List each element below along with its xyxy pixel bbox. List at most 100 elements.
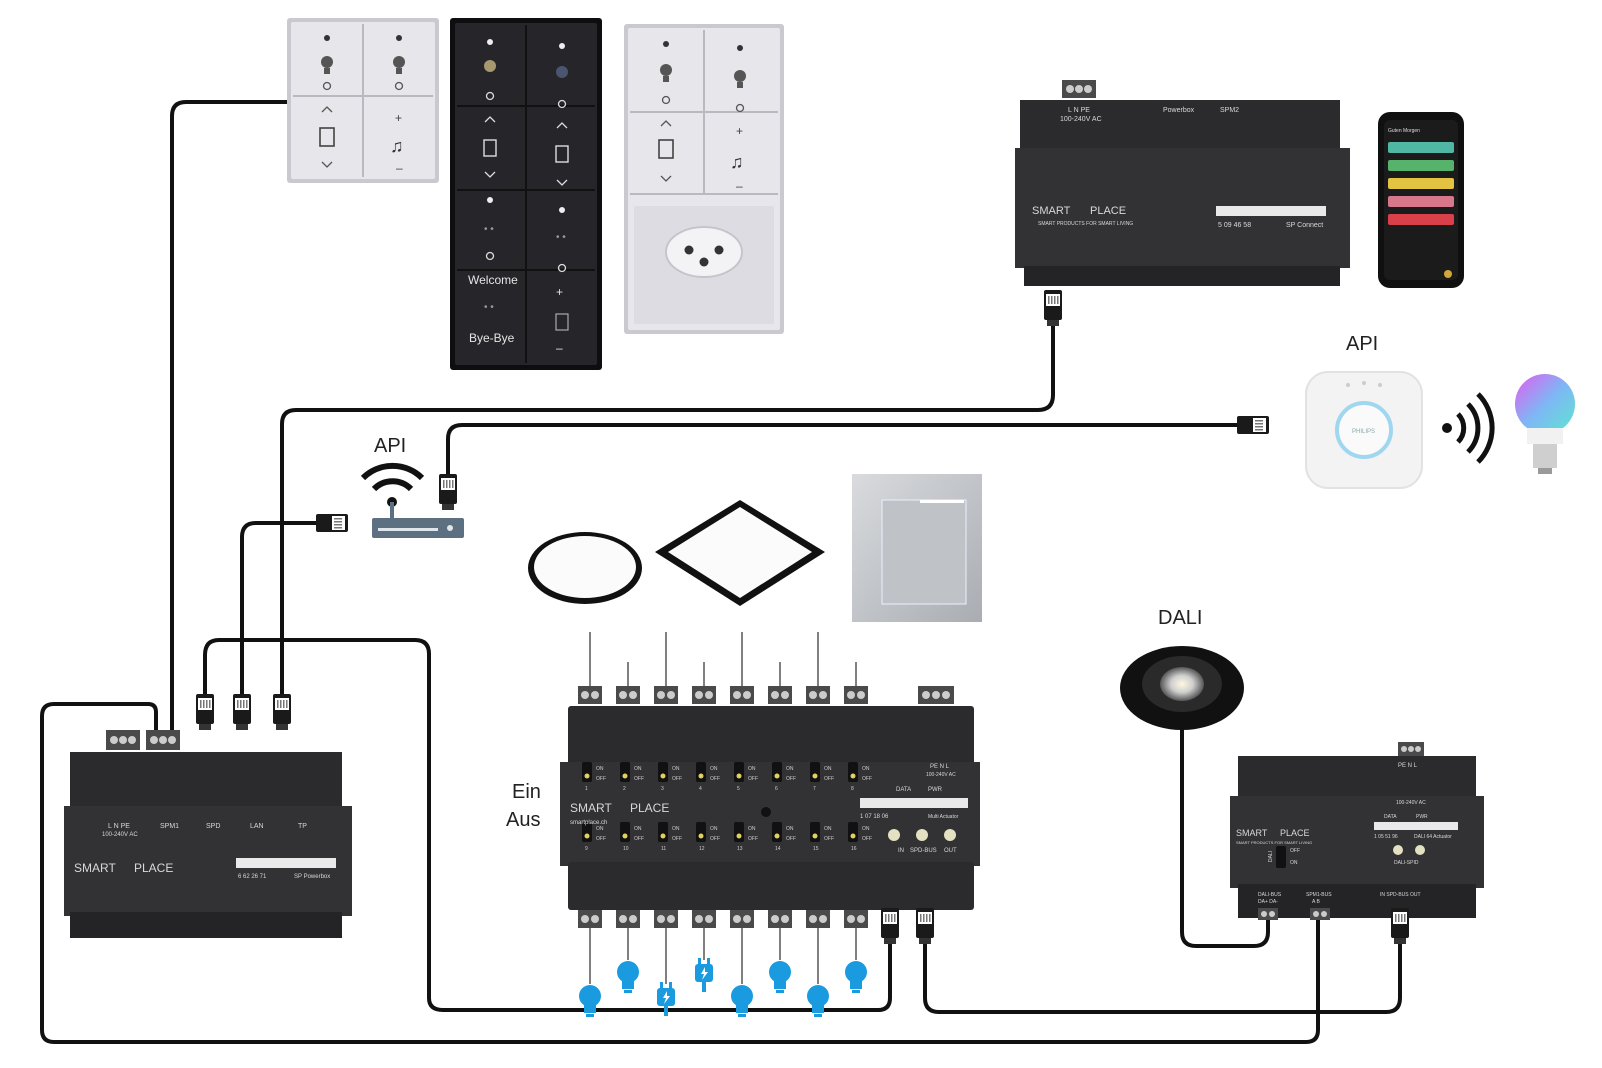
bulb-icon xyxy=(769,961,791,993)
svg-text:• •: • • xyxy=(484,224,494,235)
switch-off-label: OFF xyxy=(672,776,682,782)
terminal-block-power xyxy=(918,686,954,704)
router xyxy=(360,462,464,538)
terminal-block xyxy=(692,686,716,704)
plug-icon xyxy=(657,982,675,1016)
actuator-brand: SMART xyxy=(570,801,612,815)
channel-number: 3 xyxy=(661,786,664,792)
hue-bridge: PHILIPS xyxy=(1305,371,1423,489)
channel-number: 12 xyxy=(699,846,705,852)
bulb-symbol-icon xyxy=(734,70,746,88)
spm2-brand-place: PLACE xyxy=(1090,205,1126,217)
terminal-block xyxy=(806,686,830,704)
dali-module-spd-bus: IN SPD-BUS OUT xyxy=(1380,892,1421,898)
terminal-block xyxy=(844,686,868,704)
bulb-icon xyxy=(617,961,639,993)
cable-router-to-powerbox-lan xyxy=(240,521,328,702)
switch-on-label: ON xyxy=(824,766,832,772)
switch-on-label: ON xyxy=(786,826,794,832)
bridge-brand: PHILIPS xyxy=(1352,429,1375,435)
actuator-pe-label: PE N L xyxy=(930,764,950,770)
actuator-voltage-label: 100-240V AC xyxy=(926,772,956,778)
blind-symbol-icon xyxy=(658,139,674,159)
mirror-light xyxy=(852,474,982,622)
bulb-symbol-icon xyxy=(556,66,568,78)
channel-number: 5 xyxy=(737,786,740,792)
rj45-plug xyxy=(196,694,214,730)
switch-on-label: ON xyxy=(824,826,832,832)
blind-symbol-icon xyxy=(483,139,497,157)
bulb-icon xyxy=(579,985,601,1017)
spm2-powerbox-label: Powerbox xyxy=(1163,107,1195,114)
actuator-switches: ONOFF1ONOFF9ONOFF2ONOFF10ONOFF3ONOFF11ON… xyxy=(582,762,872,852)
spm2-brand: SMART xyxy=(1032,205,1071,217)
dali-module-pe: PE N L xyxy=(1398,763,1418,769)
dali-label: DALI xyxy=(1158,607,1202,629)
dali-module-spm1-pins: A B xyxy=(1312,899,1320,905)
switch-off-label: OFF xyxy=(862,836,872,842)
switch-off-label: OFF xyxy=(710,776,720,782)
powerbox-article: 6 62 26 71 xyxy=(238,874,267,880)
api-bridge-label: API xyxy=(1346,333,1378,355)
dali-module-tagline: SMART PRODUCTS FOR SMART LIVING xyxy=(1236,840,1312,845)
actuator-bottom-terminals xyxy=(578,910,868,928)
dali-module-bus-pins: DA+ DA- xyxy=(1258,899,1278,905)
terminal-block xyxy=(692,910,716,928)
spm2-terminal-label: L N PE xyxy=(1068,107,1090,114)
channel-number: 8 xyxy=(851,786,854,792)
powerbox-brand: SMART xyxy=(74,861,116,875)
actuator-brand-place: PLACE xyxy=(630,801,669,815)
cable-actuator-to-dali-module xyxy=(923,936,1402,1014)
switch-on-label: ON xyxy=(748,766,756,772)
dali-downlight xyxy=(1120,646,1244,730)
dali-module-article: 1 05 51 96 xyxy=(1374,834,1398,840)
channel-number: 14 xyxy=(775,846,781,852)
svg-text:–: – xyxy=(396,161,403,175)
rj45-connectors xyxy=(196,290,1409,944)
switch-off-label: OFF xyxy=(786,776,796,782)
actuator-model: Multi Actuator xyxy=(928,814,959,820)
switch-on-label: ON xyxy=(596,826,604,832)
dali-module-spm1: SPM1-BUS xyxy=(1306,892,1332,898)
dali-module-brand-place: PLACE xyxy=(1280,828,1310,838)
actuator-top-terminals xyxy=(578,686,954,704)
round-ceiling-light xyxy=(528,532,642,604)
dali-module-bus: DALI-BUS xyxy=(1258,892,1282,898)
spm2-tagline: SMART PRODUCTS FOR SMART LIVING xyxy=(1038,221,1133,227)
channel-number: 2 xyxy=(623,786,626,792)
rj45-plug xyxy=(1237,416,1269,434)
switch-off-label: OFF xyxy=(710,836,720,842)
terminal-block xyxy=(768,686,792,704)
rj45-plug xyxy=(881,908,899,944)
spm2-product: SP Connect xyxy=(1286,222,1323,229)
welcome-label: Welcome xyxy=(468,273,518,287)
wireless-signal-icon xyxy=(1442,392,1495,464)
switch-off-label: OFF xyxy=(786,836,796,842)
multi-actuator: ONOFF1ONOFF9ONOFF2ONOFF10ONOFF3ONOFF11ON… xyxy=(560,686,980,928)
bulb-symbol-icon xyxy=(321,56,333,74)
aus-label: Aus xyxy=(506,809,540,831)
svg-text:• •: • • xyxy=(556,232,566,243)
powerbox-brand-place: PLACE xyxy=(134,861,173,875)
dali-module-dali-word: DALI xyxy=(1268,851,1274,862)
dali-module-data: DATA xyxy=(1384,814,1397,820)
sp-powerbox: L N PE 100-240V AC SPM1 SPD LAN TP SMART… xyxy=(64,730,352,938)
blind-symbol-icon xyxy=(555,145,569,163)
dali-module-model: DALI 64 Actuator xyxy=(1414,834,1452,840)
dali-actuator-module: PE N L 100-240V AC SMART PLACE SMART PRO… xyxy=(1230,742,1484,920)
rj45-plug xyxy=(916,908,934,944)
switch-off-label: OFF xyxy=(596,776,606,782)
terminal-block xyxy=(578,910,602,928)
switch-panel-right: + ♫ – xyxy=(624,24,784,334)
